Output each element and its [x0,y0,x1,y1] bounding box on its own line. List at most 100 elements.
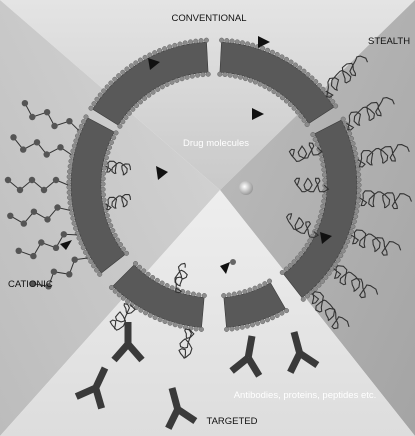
cationic-bead [16,186,24,194]
cationic-bead [57,144,64,151]
lipid-head-group [106,218,112,224]
lipid-head-group [136,264,142,270]
lipid-head-group [196,292,202,298]
drug-molecule-icon [252,108,264,120]
lipid-head-group [317,214,323,220]
lipid-head-group [167,44,173,50]
lipid-head-group [355,161,361,167]
cationic-bead [7,212,14,219]
lipid-head-group [162,46,168,52]
lipid-head-group [321,167,327,173]
lipid-head-group [73,225,79,231]
peg-chain [178,328,195,359]
lipid-head-group [132,261,138,267]
lipid-head-group [332,262,338,268]
lipid-head-group [142,54,148,60]
peg-chain [285,213,320,238]
peg-chain [174,262,188,294]
lipid-head-group [157,48,163,54]
lipid-head-group [190,291,196,297]
lipid-head-group [162,319,168,325]
lipid-head-group [319,209,325,215]
antibody-icon [287,331,320,374]
lipid-head-group [67,195,73,201]
cationic-bead [54,204,61,211]
lipid-head-group [113,130,119,136]
lipid-head-group [267,278,273,284]
membrane-segment [219,41,335,124]
lipid-head-group [244,323,250,329]
lipid-head-group [105,149,111,155]
lipid-head-group [221,293,227,299]
lipid-head-group [106,144,112,150]
lipid-head-group [145,271,151,277]
lipid-head-group [172,322,178,328]
lipid-head-group [356,177,362,183]
lipid-head-group [291,105,297,111]
antibody-icon [165,387,198,430]
lipid-head-group [227,72,233,78]
lipid-head-group [265,47,271,53]
peg-chain [346,97,395,131]
lipid-head-group [123,114,129,120]
lipid-head-group [279,54,285,60]
lipid-head-group [247,77,253,83]
lipid-head-group [150,275,156,281]
lipid-head-group [97,271,103,277]
lipid-head-group [169,79,175,85]
lipid-head-group [185,290,191,296]
lipid-head-group [351,146,357,152]
lipid-head-group [262,83,268,89]
lipid-head-group [313,79,319,85]
lipid-head-group [137,99,143,105]
lipid-head-group [355,166,361,172]
lipid-head-group [147,312,153,318]
lipid-head-group [320,86,326,92]
lipid-head-group [323,274,329,280]
lipid-head-group [138,307,144,313]
lipid-head-group [356,182,362,188]
lipid-head-group [76,235,82,241]
lipid-head-group [291,259,297,265]
peg-chain [293,177,330,193]
lipid-head-group [229,38,235,44]
lipid-head-group [126,110,132,116]
lipid-head-group [108,80,114,86]
lipid-head-group [345,238,351,244]
lipid-head-group [101,170,107,176]
peg-chain [325,55,369,98]
lipid-head-group [71,143,77,149]
lipid-head-group [116,73,122,79]
stealth-quadrant [220,0,415,436]
lipid-head-group [304,121,310,127]
lipid-head-group [120,69,126,75]
cationic-bead [29,280,37,287]
lipid-head-group [247,287,253,293]
lipid-head-group [284,308,290,314]
lipid-head-group [330,99,336,105]
drug-molecule-icon [220,262,230,274]
lipid-head-group [353,213,359,219]
lipid-head-group [193,326,199,332]
lipid-head-group [224,38,230,44]
lipid-head-group [101,88,107,94]
lipid-head-group [297,65,303,71]
lipid-head-group [335,257,341,263]
lipid-head-group [260,319,266,325]
lipid-head-group [320,203,326,209]
lipid-head-group [68,158,74,164]
lipid-head-group [320,161,326,167]
lipid-head-group [267,86,273,92]
lipid-head-group [201,293,207,299]
lipid-head-group [284,98,290,104]
cationic-quadrant [0,0,220,436]
lipid-head-group [234,39,240,45]
lipid-head-group [182,40,188,46]
lipid-head-group [226,292,232,298]
peg-chain [109,303,136,331]
lipid-head-group [355,198,361,204]
lipid-head-group [222,71,228,77]
peg-chain [311,291,350,330]
lipid-head-group [287,263,293,269]
lipid-head-group [108,139,114,145]
